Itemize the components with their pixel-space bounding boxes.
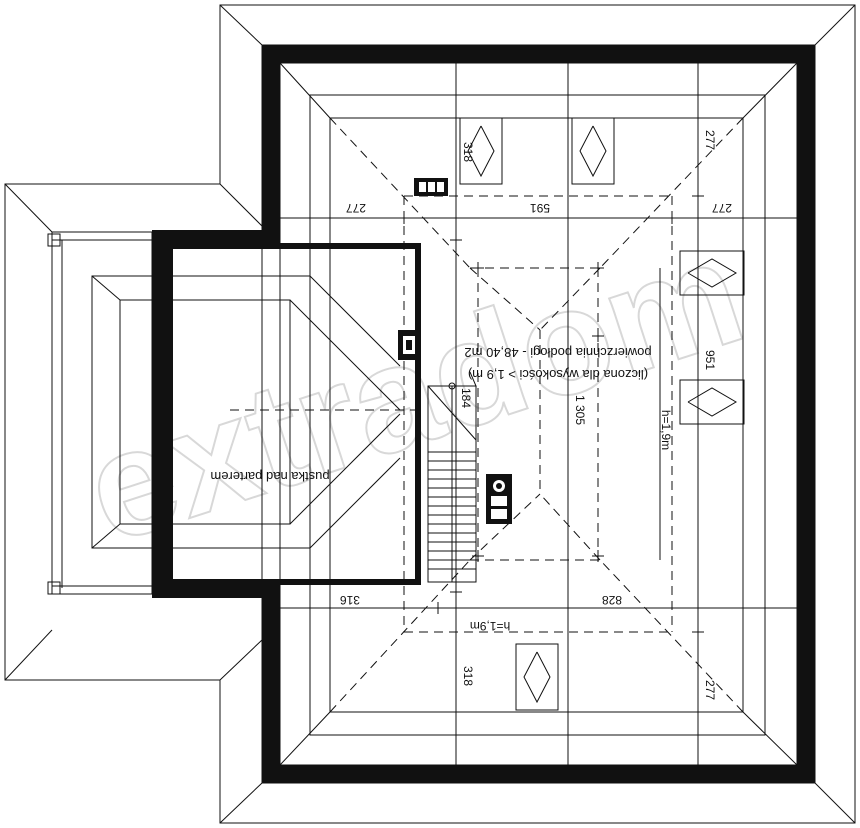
- dim-v-left-stair: 184: [459, 388, 473, 408]
- dim-top-right: 277: [712, 201, 732, 215]
- void-room: pustka nad parterem: [167, 243, 421, 585]
- skylight-right-lower: [679, 379, 745, 425]
- skylight-top-left: [459, 117, 503, 185]
- dim-v-right-top: 277: [703, 130, 717, 150]
- dim-bottom-right: 828: [602, 593, 622, 607]
- skylight-top-right: [571, 117, 615, 185]
- dimension-lines: [279, 63, 798, 765]
- floor-area-note: (liczona dla wysokości > 1,9 m): [468, 367, 648, 382]
- dim-v-right-mid: 951: [703, 350, 717, 370]
- dim-v-right-bottom: 277: [703, 680, 717, 700]
- skylight-right-upper: [679, 250, 745, 296]
- roof-hip-lines: [230, 117, 744, 713]
- height-label-right: h=1,9m: [659, 410, 673, 450]
- void-label: pustka nad parterem: [210, 469, 329, 484]
- dim-bottom-left: 316: [340, 593, 360, 607]
- chimney-stack: [486, 474, 512, 524]
- floor-area-label: powierzchnia podłogi - 48,40 m2: [464, 345, 651, 360]
- column-markers: [472, 262, 604, 562]
- gable-roof: [91, 275, 401, 549]
- dim-top-mid: 591: [530, 201, 550, 215]
- balcony: [47, 231, 153, 595]
- dim-v-left-bottom: 318: [461, 666, 475, 686]
- dim-top-left: 277: [346, 201, 366, 215]
- staircase: [427, 371, 477, 583]
- skylight-bottom: [515, 643, 559, 711]
- chimney-top: [414, 178, 448, 196]
- dim-v-left-top: 318: [461, 142, 475, 162]
- chimney-mid: [398, 330, 420, 360]
- height-label-bottom: h=1,9m: [470, 619, 510, 633]
- dim-v-center: 1 305: [573, 395, 587, 425]
